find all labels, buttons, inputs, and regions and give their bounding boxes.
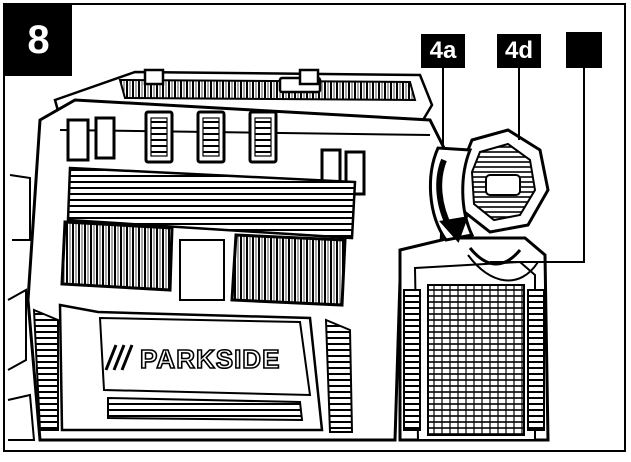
callout-lines	[442, 68, 585, 263]
callout-line-blank	[490, 68, 585, 263]
left-edge-parts	[7, 174, 36, 441]
callout-label-4d: 4d	[497, 34, 541, 68]
brand-logo-text: PARKSIDE	[140, 344, 280, 374]
main-body	[26, 98, 447, 442]
callout-label-blank	[566, 32, 602, 68]
rotation-knob	[429, 146, 475, 243]
figure-frame	[3, 3, 626, 452]
brand-logo: PARKSIDE	[104, 343, 280, 375]
callout-label-4a: 4a	[421, 34, 465, 68]
hex-fan-head	[458, 128, 550, 234]
figure-number: 8	[5, 5, 72, 76]
